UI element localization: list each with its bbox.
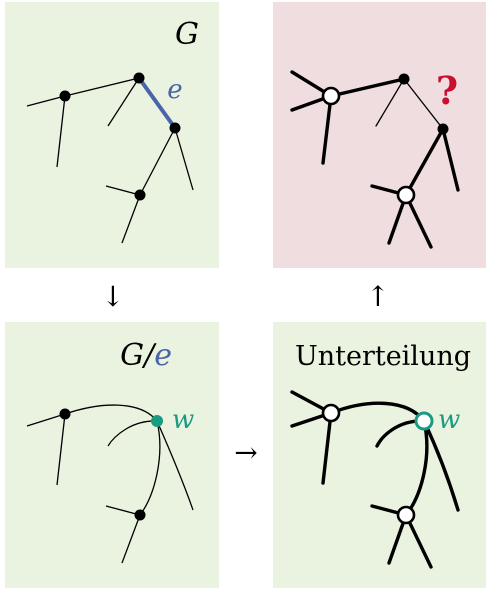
graph-vertices: [321, 73, 449, 205]
panel-background: [273, 2, 486, 268]
vertex: [169, 122, 181, 134]
graph-edges: [26, 77, 194, 244]
subdivided-vertex-w: [414, 411, 434, 431]
branch-vertex-open: [396, 505, 416, 525]
branch-vertex-open: [321, 86, 341, 106]
panel-graph-contracted: G/e w: [5, 322, 219, 588]
panel-background: [273, 322, 486, 588]
panel-question: ?: [273, 2, 486, 268]
graph-edges: [26, 404, 194, 564]
vertex: [437, 123, 449, 135]
question-mark: ?: [436, 68, 458, 113]
vertex: [398, 73, 410, 85]
graph-edges: [290, 390, 460, 569]
vertex: [59, 408, 71, 420]
vertex: [134, 189, 146, 201]
graph-vertices: [321, 403, 434, 525]
graph-vertices: [59, 408, 163, 521]
vertex: [134, 509, 146, 521]
merged-vertex-w: [151, 415, 163, 427]
arrow-right: →: [234, 436, 257, 469]
graph-vertices: [59, 72, 181, 201]
branch-vertex-open: [321, 403, 341, 423]
vertex: [133, 72, 145, 84]
panel-background: [5, 322, 219, 588]
arrow-down: ↓: [101, 280, 124, 313]
vertex: [59, 90, 71, 102]
panel-background: [5, 2, 219, 268]
arrow-up: ↑: [366, 280, 389, 313]
vertex-label-w: w: [172, 405, 194, 435]
panel-label-g-slash: G/e: [120, 338, 172, 373]
branch-vertex-open: [396, 185, 416, 205]
panel-label-g: G: [175, 17, 199, 52]
vertex-label-w: w: [438, 405, 460, 435]
contracted-edge-e: [137, 76, 177, 130]
edge-label-e: e: [167, 75, 182, 105]
panel-subdivision: Unterteilung w: [273, 322, 486, 588]
graph-edges: [290, 70, 460, 249]
panel-label-subdivision: Unterteilung: [295, 341, 471, 372]
panel-graph-g: G e: [5, 2, 219, 268]
